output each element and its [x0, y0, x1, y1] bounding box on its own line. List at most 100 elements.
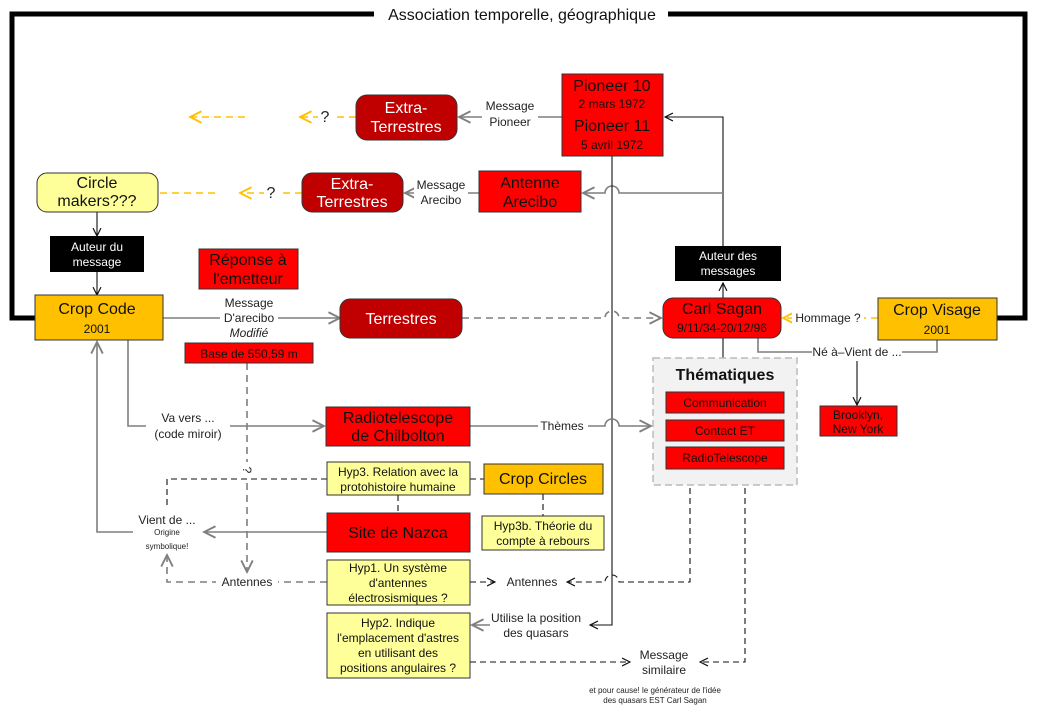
radiotelescope-line1: Radiotelescope: [343, 410, 453, 427]
hyp2-line2: l'emplacement d'astres: [337, 631, 459, 645]
label-va-vers-2: (code miroir): [154, 427, 221, 441]
hyp3b-line1: Hyp3b. Théorie du: [494, 519, 593, 533]
edge-labels: Message Pioneer ? Message Arecibo ? Mess…: [138, 99, 901, 705]
connectors: [97, 98, 938, 662]
edge-crop-code-radiotelescope: [127, 340, 324, 426]
circle-makers-line2: makers???: [57, 193, 136, 210]
node-pioneer[interactable]: Pioneer 10 2 mars 1972 Pioneer 11 5 avri…: [561, 73, 664, 157]
edge-hyp3-vient-de: [166, 478, 327, 505]
circle-makers-line1: Circle: [77, 175, 118, 192]
theme-radiotelescope[interactable]: RadioTelescope: [682, 451, 768, 465]
brooklyn-line2: New York: [833, 422, 885, 436]
title-background: [374, 4, 668, 24]
pioneer-11: Pioneer 11: [574, 118, 650, 135]
label-hommage: Hommage ?: [795, 311, 861, 325]
title-frame-connector: [9, 11, 1028, 321]
nazca-label: Site de Nazca: [348, 525, 448, 542]
hyp1-line1: Hyp1. Un système: [349, 561, 447, 575]
node-circle-makers[interactable]: Circle makers???: [36, 172, 159, 213]
crop-code-year: 2001: [84, 322, 111, 336]
hyp3-line1: Hyp3. Relation avec la: [338, 465, 458, 479]
et1-line1: Extra-: [385, 100, 428, 117]
label-quasars-2: des quasars: [503, 626, 568, 640]
node-hyp1[interactable]: Hyp1. Un système d'antennes électrosismi…: [326, 559, 471, 606]
base-label: Base de 550,59 m: [200, 347, 297, 361]
hyp1-line3: électrosismiques ?: [348, 591, 448, 605]
edge-thematiques-antennes: [567, 488, 691, 582]
node-carl-sagan[interactable]: Carl Sagan 9/11/34-20/12/96: [662, 297, 782, 339]
node-hyp3[interactable]: Hyp3. Relation avec la protohistoire hum…: [326, 461, 471, 496]
theme-communication[interactable]: Communication: [683, 396, 766, 410]
reponse-line2: l'emetteur: [213, 271, 283, 288]
label-message-darecibo-3: Modifié: [230, 326, 269, 340]
label-message-arecibo-2: Arecibo: [421, 193, 462, 207]
node-auteur-du-message[interactable]: Auteur du message: [50, 236, 144, 272]
label-message-arecibo-1: Message: [417, 178, 466, 192]
edge-sagan-pioneer: [665, 117, 724, 246]
node-reponse-emetteur[interactable]: Réponse à l'emetteur: [198, 248, 299, 290]
arecibo-line2: Arecibo: [503, 194, 557, 211]
node-hyp2[interactable]: Hyp2. Indique l'emplacement d'astres en …: [326, 612, 471, 679]
node-site-de-nazca[interactable]: Site de Nazca: [326, 512, 471, 553]
node-terrestres[interactable]: Terrestres: [339, 298, 463, 339]
label-message-similaire-2: similaire: [642, 663, 686, 677]
label-message-darecibo-1: Message: [225, 296, 274, 310]
crop-visage-year: 2001: [924, 323, 951, 337]
edge-vient-de-crop-code: [97, 342, 133, 533]
auteur-message-line1: Auteur du: [71, 240, 123, 254]
label-question-2: ?: [267, 185, 276, 202]
label-question-1: ?: [321, 109, 330, 126]
terrestres-label: Terrestres: [365, 311, 436, 328]
et2-line1: Extra-: [331, 176, 374, 193]
label-question-3: ?: [240, 467, 254, 474]
label-symbolique: symbolique!: [146, 542, 189, 551]
node-auteur-des-messages[interactable]: Auteur des messages: [675, 246, 781, 281]
hyp3b-line2: compte à rebours: [496, 534, 589, 548]
hyp2-line1: Hyp2. Indique: [361, 616, 435, 630]
node-crop-circles[interactable]: Crop Circles: [483, 463, 604, 495]
label-message-similaire-1: Message: [640, 648, 689, 662]
hyp1-line2: d'antennes: [369, 576, 427, 590]
pioneer-11-date: 5 avril 1972: [581, 138, 643, 152]
node-extra-terrestres-2[interactable]: Extra- Terrestres: [301, 172, 404, 213]
footnote-2: des quasars EST Carl Sagan: [603, 696, 706, 705]
node-radiotelescope-chilbolton[interactable]: Radiotelescope de Chilbolton: [325, 406, 471, 447]
label-themes: Thèmes: [540, 419, 583, 433]
crop-visage-title: Crop Visage: [893, 302, 981, 319]
node-extra-terrestres-1[interactable]: Extra- Terrestres: [355, 94, 458, 141]
pioneer-10: Pioneer 10: [573, 78, 650, 95]
crop-code-title: Crop Code: [58, 301, 135, 318]
edge-sagan-arecibo: [583, 185, 723, 193]
carl-sagan-name: Carl Sagan: [682, 301, 762, 318]
hyp2-line4: positions angulaires ?: [340, 661, 456, 675]
diagram-title: Association temporelle, géographique: [388, 7, 656, 24]
auteur-messages-line2: messages: [701, 264, 756, 278]
node-base[interactable]: Base de 550,59 m: [184, 342, 314, 364]
label-vient-de: Vient de ...: [138, 513, 195, 527]
edge-pioneer-quasars: [590, 156, 613, 625]
thematiques-panel[interactable]: Thématiques Communication Contact ET Rad…: [652, 357, 798, 486]
auteur-messages-line1: Auteur des: [699, 249, 757, 263]
edge-thematiques-message-similaire: [700, 488, 746, 662]
pioneer-10-date: 2 mars 1972: [579, 97, 646, 111]
node-hyp3b[interactable]: Hyp3b. Théorie du compte à rebours: [481, 515, 605, 551]
node-brooklyn[interactable]: Brooklyn, New York: [819, 405, 898, 437]
node-antenne-arecibo[interactable]: Antenne Arecibo: [478, 170, 582, 213]
thematiques-title: Thématiques: [676, 367, 775, 384]
carl-sagan-dates: 9/11/34-20/12/96: [677, 321, 767, 335]
arecibo-line1: Antenne: [500, 175, 560, 192]
label-message-pioneer-2: Pioneer: [489, 115, 530, 129]
label-antennes-left: Antennes: [222, 575, 273, 589]
auteur-message-line2: message: [73, 255, 122, 269]
reponse-line1: Réponse à: [209, 252, 286, 269]
et1-line2: Terrestres: [370, 119, 441, 136]
label-origine: Origine: [154, 528, 180, 537]
theme-contact-et[interactable]: Contact ET: [695, 424, 756, 438]
edge-radiotelescope-thematiques: [470, 418, 651, 426]
et2-line2: Terrestres: [316, 194, 387, 211]
node-crop-visage[interactable]: Crop Visage 2001: [877, 297, 998, 341]
node-crop-code[interactable]: Crop Code 2001: [34, 294, 164, 341]
label-ne-a: Né à–Vient de ...: [812, 345, 901, 359]
label-quasars-1: Utilise la position: [491, 611, 581, 625]
